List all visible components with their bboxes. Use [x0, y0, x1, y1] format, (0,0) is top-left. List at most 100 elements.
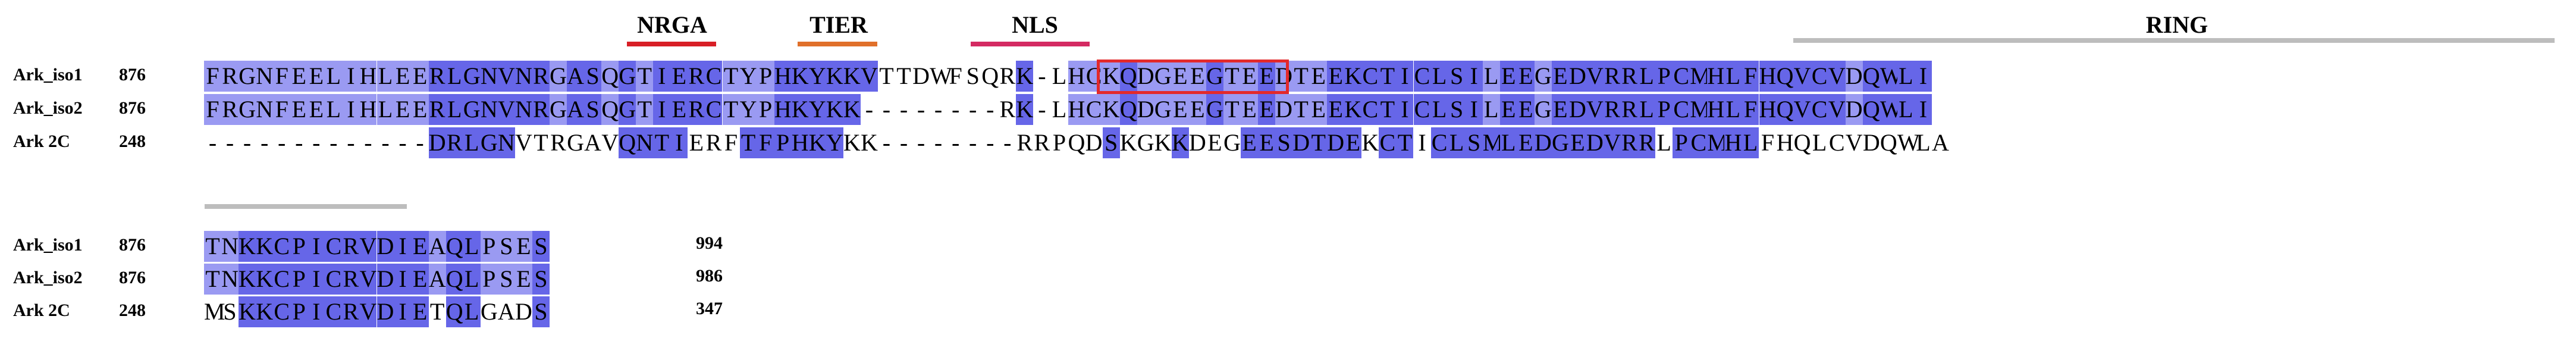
residue: P [757, 61, 774, 92]
residue: I [394, 231, 412, 262]
residue: G [1223, 129, 1241, 156]
residue: P [1655, 61, 1673, 92]
residue: I [1418, 129, 1426, 156]
residue: H [1724, 127, 1742, 158]
residue: N [514, 94, 532, 125]
residue: I [308, 296, 325, 327]
residue: K [1361, 129, 1379, 156]
residue: E [1241, 94, 1258, 125]
residue: C [705, 61, 723, 92]
residue: Q [1068, 129, 1085, 156]
residue: D [1568, 94, 1586, 125]
residue: G [550, 94, 567, 125]
residue: V [1793, 61, 1811, 92]
residue: C [1361, 94, 1379, 125]
residue: Q [981, 62, 999, 89]
residue: Q [445, 296, 463, 327]
residue: I [308, 264, 325, 295]
residue: D [1188, 129, 1206, 156]
residue: E [1551, 94, 1569, 125]
residue: G [480, 127, 498, 158]
residue: - [1038, 62, 1046, 89]
residue: F [724, 129, 738, 156]
residue: R [550, 129, 566, 156]
residue: - [934, 96, 943, 123]
domain-bar-nls [971, 42, 1090, 46]
residue: A [567, 61, 585, 92]
residue: G [1154, 94, 1172, 125]
residue: V [601, 129, 619, 156]
residue: D [376, 264, 394, 295]
residue: Y [739, 94, 757, 125]
residue: A [1932, 129, 1949, 156]
residue: L [1656, 129, 1671, 156]
residue: E [308, 94, 325, 125]
residue: S [497, 231, 515, 262]
residue: N [221, 231, 239, 262]
residue: R [1034, 129, 1050, 156]
residue: G [480, 298, 498, 325]
residue: K [1016, 94, 1034, 125]
domain-label-tier: TIER [809, 11, 868, 38]
residue: M [204, 298, 225, 325]
residue: - [347, 129, 355, 156]
residue: Q [1880, 129, 1897, 156]
residue: H [1707, 94, 1725, 125]
residue: G [567, 129, 584, 156]
residue: I [1465, 61, 1483, 92]
block2-row3-end: 347 [696, 299, 723, 318]
residue: S [497, 264, 515, 295]
residue: F [757, 127, 774, 158]
residue: D [376, 231, 394, 262]
block1-row3-name: Ark 2C [13, 132, 70, 151]
residue: H [1707, 61, 1725, 92]
residue: K [239, 264, 256, 295]
residue: K [256, 296, 274, 327]
residue: R [1638, 127, 1656, 158]
residue: G [239, 61, 256, 92]
residue: L [463, 296, 481, 327]
residue: R [1604, 61, 1621, 92]
residue: - [934, 129, 943, 156]
residue: S [966, 62, 980, 89]
block2-row1-end: 994 [696, 233, 723, 253]
residue: H [1068, 61, 1085, 92]
residue: D [1327, 127, 1345, 158]
residue: V [1828, 94, 1846, 125]
residue: S [584, 61, 602, 92]
residue: - [1003, 129, 1012, 156]
residue: W [930, 62, 952, 89]
residue: I [653, 94, 671, 125]
residue: E [1241, 127, 1258, 158]
residue: C [1085, 94, 1103, 125]
residue: D [1845, 94, 1863, 125]
residue: E [411, 61, 429, 92]
residue: V [1586, 61, 1604, 92]
residue: I [653, 61, 671, 92]
residue: I [394, 264, 412, 295]
residue: M [1482, 127, 1504, 158]
residue: V [1793, 94, 1811, 125]
residue: F [949, 62, 962, 89]
residue: N [256, 94, 274, 125]
residue: M [1707, 127, 1728, 158]
residue: K [256, 264, 274, 295]
residue: C [273, 231, 291, 262]
residue: I [1914, 94, 1932, 125]
residue: V [514, 129, 532, 156]
residue: T [879, 62, 894, 89]
residue: K [843, 94, 861, 125]
residue: F [273, 61, 291, 92]
residue: V [1604, 127, 1621, 158]
residue: R [532, 61, 550, 92]
residue: C [1811, 94, 1828, 125]
residue: - [364, 129, 372, 156]
residue: E [1517, 127, 1535, 158]
residue: - [899, 96, 908, 123]
residue: N [256, 61, 274, 92]
residue: R [1621, 94, 1639, 125]
block2-row3-name: Ark 2C [13, 301, 70, 320]
residue: L [1430, 94, 1448, 125]
residue: S [1275, 127, 1293, 158]
residue: P [1052, 129, 1066, 156]
